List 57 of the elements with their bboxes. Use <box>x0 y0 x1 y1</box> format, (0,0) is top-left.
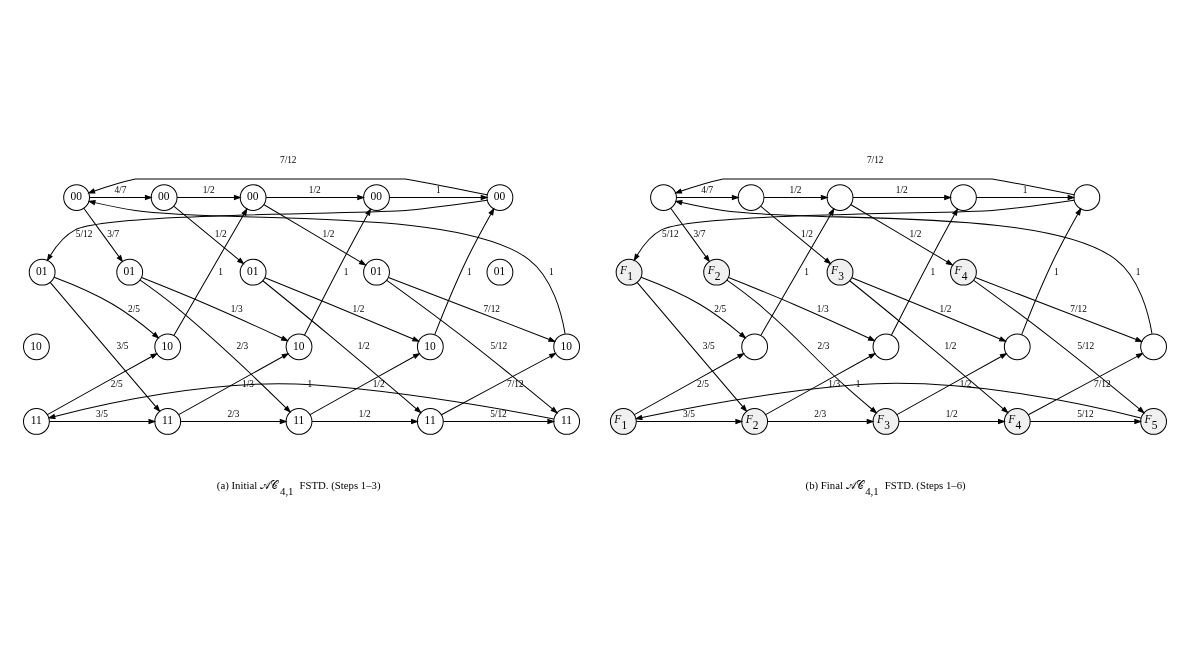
edge-label: 2/3 <box>227 408 240 419</box>
edge-label: 1/2 <box>939 303 952 314</box>
edge-label: 1/3 <box>230 303 243 314</box>
edge-label: 1 <box>1054 266 1059 277</box>
edge-label: 1 <box>467 266 472 277</box>
edge-label: 3/5 <box>702 341 715 352</box>
edge-label: 5/12 <box>75 229 93 240</box>
edge-label: 7/12 <box>279 154 297 165</box>
edge-label: 5/12 <box>1077 341 1095 352</box>
edge-label: 1 <box>1022 184 1028 195</box>
edge-label: 2/3 <box>817 341 830 352</box>
edge-label: 1/2 <box>372 378 385 389</box>
edge-label: 2/5 <box>110 378 123 389</box>
edge-label: 3/7 <box>693 229 706 240</box>
edge-label: 2/3 <box>236 341 249 352</box>
edge-label: 1 <box>548 266 554 277</box>
edge-label: 2/5 <box>128 303 140 314</box>
edge-label: 4/7 <box>114 184 127 195</box>
edge-label: 5/12 <box>490 408 507 419</box>
edge-label: 1/2 <box>945 408 958 419</box>
edge-label: 1/2 <box>202 184 215 195</box>
edge-label: 5/12 <box>490 341 508 352</box>
edge-label: 2/5 <box>714 303 727 314</box>
edge-label: 1 <box>343 266 349 277</box>
edge-label: 3/5 <box>96 408 109 419</box>
edge-label: 1 <box>930 266 936 277</box>
edge-label: 3/7 <box>107 229 120 240</box>
edge-label: 3/5 <box>116 341 129 352</box>
edge-label: 1 <box>307 378 313 389</box>
edge-label: 1/2 <box>944 341 957 352</box>
edge-label: 1 <box>855 378 861 389</box>
edge-label: 1/2 <box>352 303 365 314</box>
edge-label: 1/2 <box>909 229 922 240</box>
edge-label: 1/3 <box>816 303 829 314</box>
edge-label: 2/3 <box>814 408 827 419</box>
edge-label: 1 <box>804 266 809 277</box>
edge-label: 7/12 <box>1094 378 1111 389</box>
edge-label: 1/2 <box>308 184 321 195</box>
edge-label: 1/2 <box>789 184 802 195</box>
edge-label: 5/12 <box>1077 408 1094 419</box>
edge-label: 5/12 <box>662 229 679 240</box>
edge-label: 3/5 <box>683 408 695 419</box>
edge-label: 1/2 <box>214 229 227 240</box>
edge-label: 1/2 <box>801 229 813 240</box>
edge-label: 1/2 <box>358 408 371 419</box>
edge-label: 2/5 <box>697 378 709 389</box>
edge-label: 1 <box>435 184 441 195</box>
edge-label: 7/12 <box>1070 303 1087 314</box>
edge-label: 1/2 <box>895 184 908 195</box>
edge-label: 1/2 <box>357 341 370 352</box>
edge-label: 1 <box>1135 266 1141 277</box>
edge-label: 7/12 <box>483 303 500 314</box>
edge-label: 7/12 <box>507 378 524 389</box>
edge-label: 1/2 <box>322 229 335 240</box>
edge-label: 7/12 <box>866 154 884 165</box>
edge-label: 1 <box>218 266 223 277</box>
edge-label: 4/7 <box>701 184 714 195</box>
